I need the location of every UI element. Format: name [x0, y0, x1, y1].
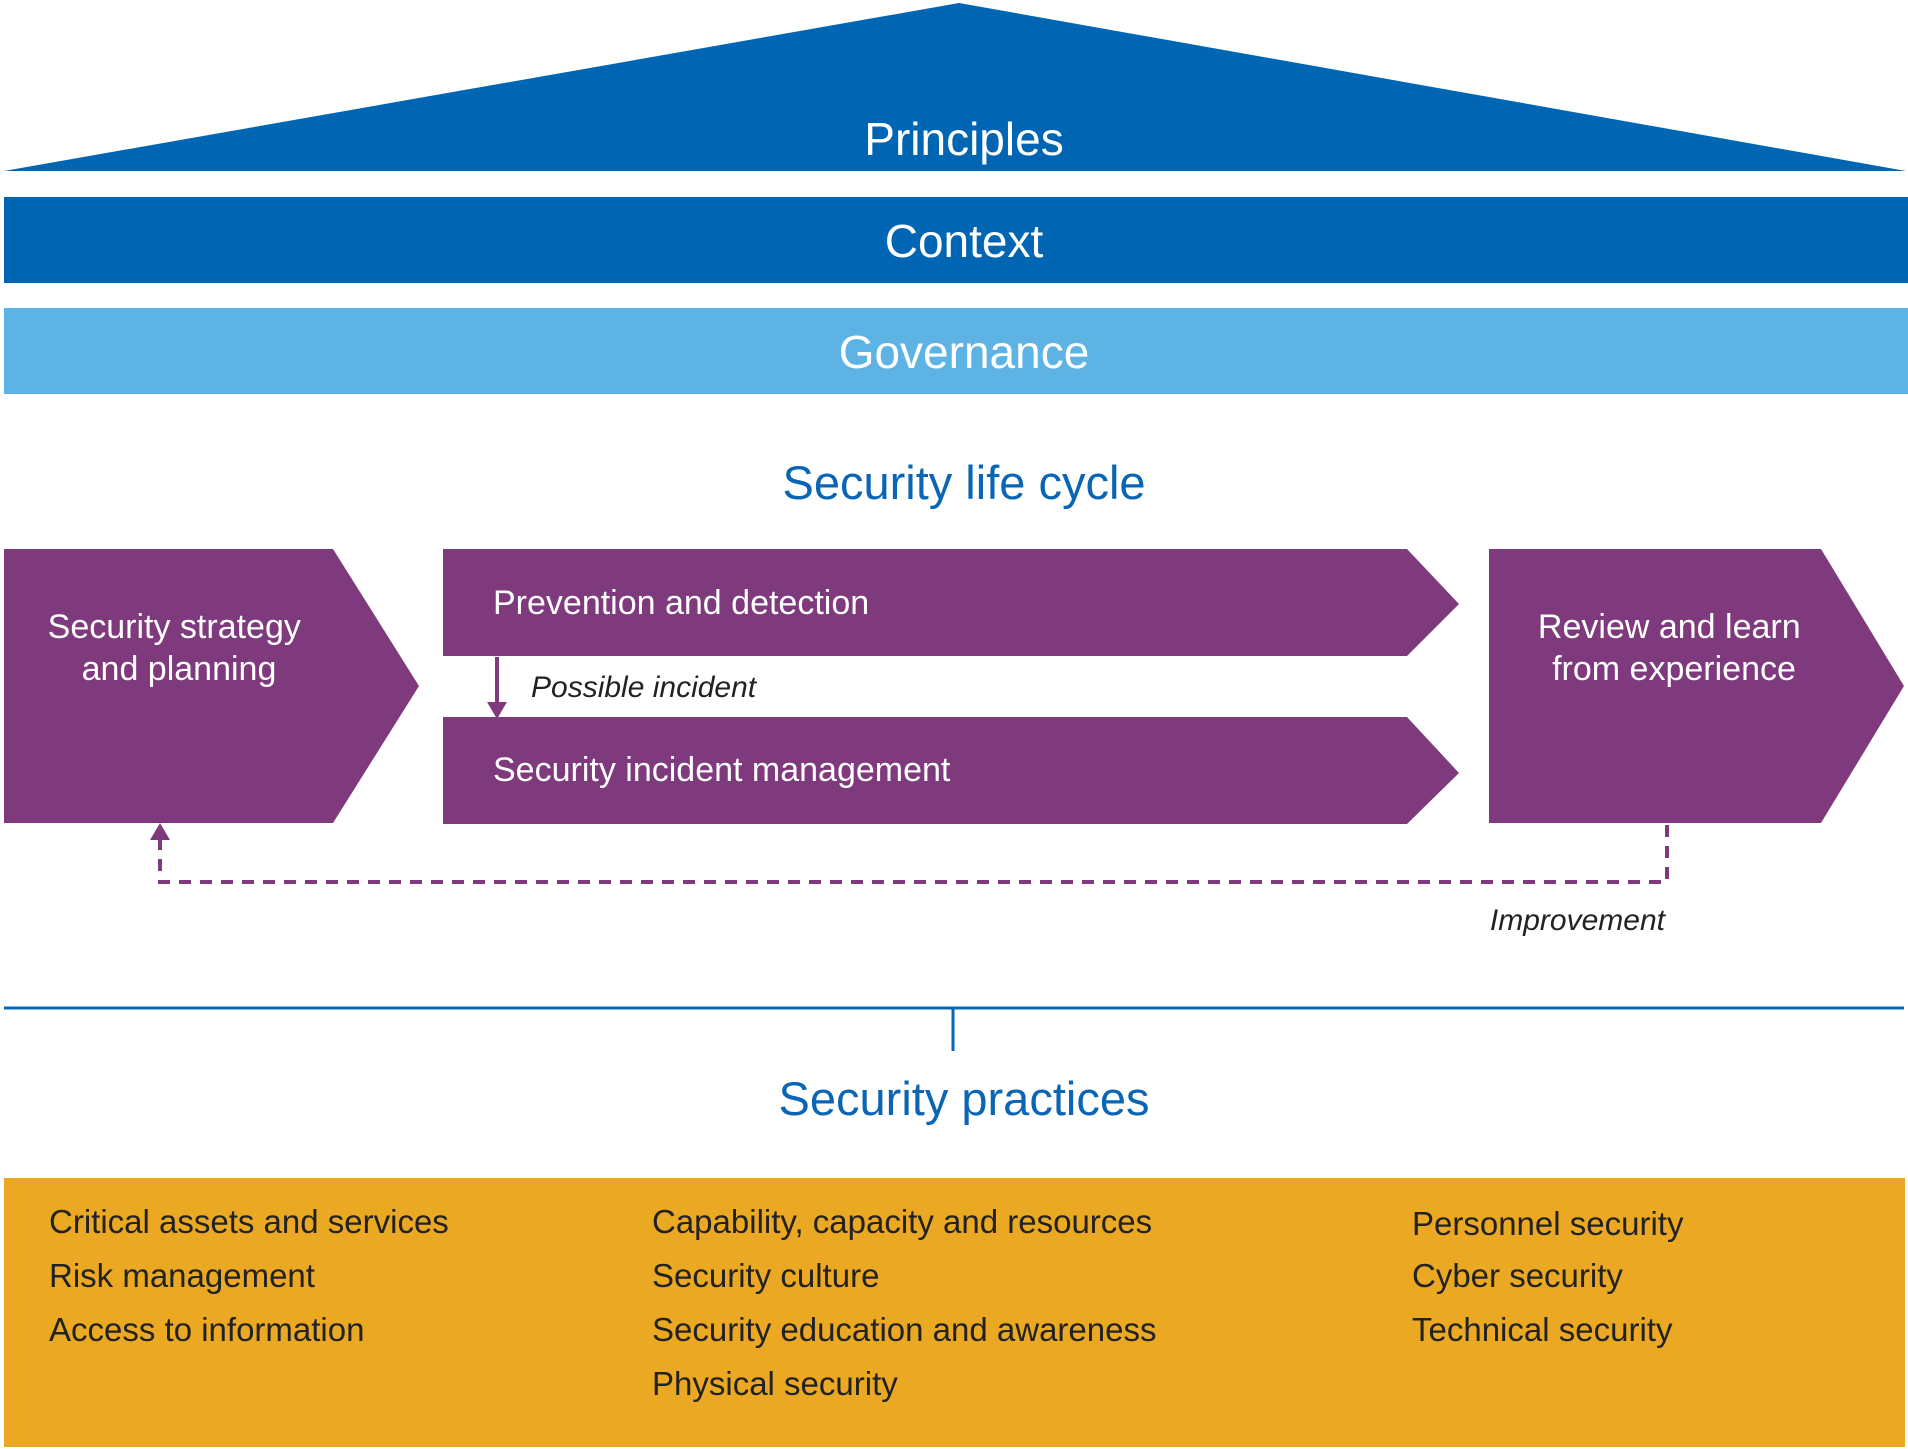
security-incident-management-arrow [443, 717, 1459, 824]
prevention-and-detection-arrow [443, 549, 1459, 656]
practice-item: Critical assets and services [49, 1203, 449, 1240]
principles-roof [4, 3, 1906, 171]
context-band [4, 197, 1908, 283]
practice-item: Technical security [1412, 1311, 1673, 1348]
improvement-arrowhead [150, 823, 170, 840]
practices-title: Security practices [779, 1072, 1150, 1125]
governance-band [4, 308, 1908, 394]
strategy-and-planning-arrow [4, 549, 419, 823]
improvement-label: Improvement [1490, 904, 1667, 937]
prevention-and-detection-label: Prevention and detection [493, 584, 869, 622]
principles-label: Principles [864, 113, 1063, 165]
context-label: Context [885, 215, 1044, 267]
practice-item: Security education and awareness [652, 1311, 1156, 1348]
review-and-learn-label: Review and learn from experience [1538, 608, 1810, 688]
review-and-learn-arrow [1489, 549, 1904, 823]
strategy-and-planning-label: Security strategy and planning [48, 608, 311, 688]
practice-item: Personnel security [1412, 1205, 1684, 1242]
possible-incident-label: Possible incident [531, 671, 758, 704]
security-incident-management-label: Security incident management [493, 751, 951, 789]
practices-box [4, 1178, 1905, 1447]
practice-item: Access to information [49, 1311, 364, 1348]
improvement-feedback-loop [158, 825, 1669, 884]
practice-item: Physical security [652, 1365, 898, 1402]
possible-incident-arrowhead [487, 702, 507, 719]
lifecycle-title: Security life cycle [782, 456, 1145, 509]
practice-item: Security culture [652, 1257, 879, 1294]
practice-item: Risk management [49, 1257, 315, 1294]
practice-item: Capability, capacity and resources [652, 1203, 1152, 1240]
practice-item: Cyber security [1412, 1257, 1623, 1294]
governance-label: Governance [839, 326, 1090, 378]
